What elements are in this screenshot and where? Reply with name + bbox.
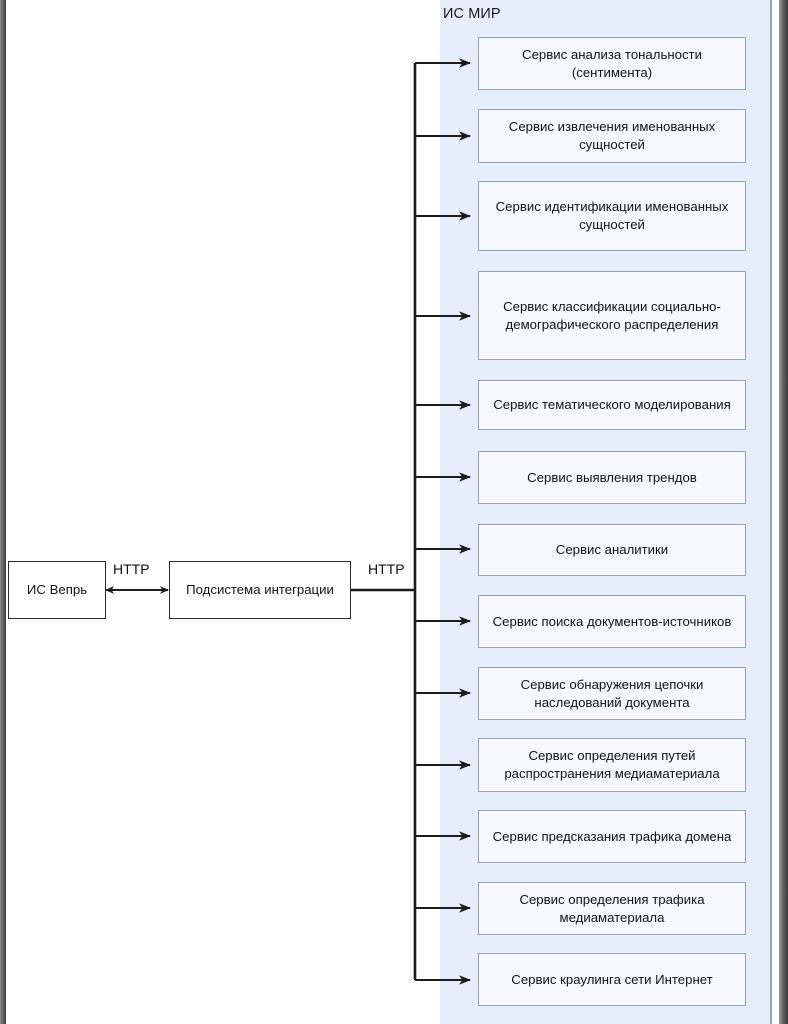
page-edge-right [779,0,788,1024]
service-box-source-document-search[interactable]: Сервис поиска документов-источников [478,595,746,648]
service-box-domain-traffic-prediction[interactable]: Сервис предсказания трафика домена [478,810,746,863]
service-box-analytics[interactable]: Сервис аналитики [478,524,746,576]
page-edge-left [0,0,6,1024]
service-box-internet-crawling[interactable]: Сервис краулинга сети Интернет [478,953,746,1006]
service-box-named-entity-identification[interactable]: Сервис идентификации именованных сущност… [478,181,746,251]
service-box-sociodemographic-classification[interactable]: Сервис классификации социально-демографи… [478,271,746,360]
service-box-media-distribution-paths[interactable]: Сервис определения путей распространения… [478,738,746,792]
service-box-trend-detection[interactable]: Сервис выявления трендов [478,451,746,504]
node-is-vepr[interactable]: ИС Вепрь [8,561,106,619]
node-integration-subsystem[interactable]: Подсистема интеграции [169,561,351,619]
group-label-is-mir: ИС МИР [443,6,501,22]
connection-label-http-right: HTTP [368,561,405,577]
service-box-topic-modeling[interactable]: Сервис тематического моделирования [478,380,746,430]
service-box-media-traffic-measurement[interactable]: Сервис определения трафика медиаматериал… [478,882,746,935]
connection-label-http-left: HTTP [113,561,150,577]
service-box-sentiment-analysis[interactable]: Сервис анализа тональности (сентимента) [478,37,746,90]
service-box-named-entity-extraction[interactable]: Сервис извлечения именованных сущностей [478,109,746,163]
service-box-document-inheritance-chain[interactable]: Сервис обнаружения цепочки наследований … [478,667,746,720]
